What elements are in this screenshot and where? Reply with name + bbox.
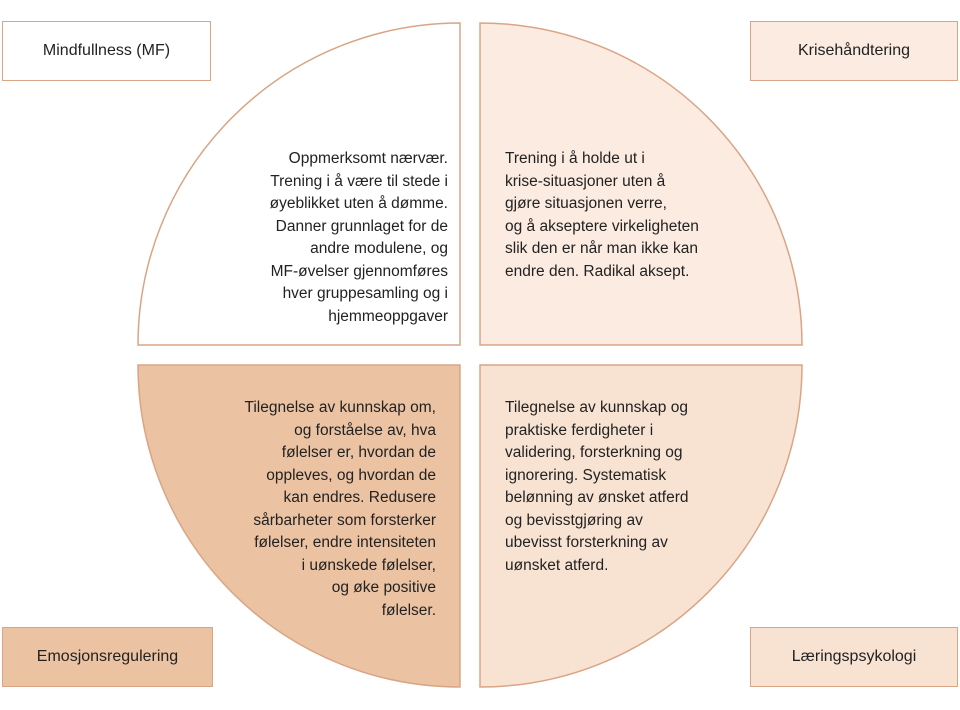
text-laeringspsykologi: Tilegnelse av kunnskap og praktiske ferd… xyxy=(505,397,689,577)
text-line: Trening i å være til stede i xyxy=(270,172,448,190)
text-line: og øke positive xyxy=(331,579,436,596)
label-laeringspsykologi-text: Læringspsykologi xyxy=(791,648,917,665)
text-line: og å akseptere virkeligheten xyxy=(505,217,699,235)
quadrant-emosjonsregulering xyxy=(137,364,461,688)
text-line: ubevisst forsterkning av xyxy=(505,534,668,551)
quadrant-laeringspsykologi xyxy=(479,364,803,688)
text-line: og forståelse av, hva xyxy=(294,421,436,439)
label-mindfulness: Mindfullness (MF) xyxy=(2,21,211,81)
text-line: hver gruppesamling og i xyxy=(282,285,448,302)
text-line: validering, forsterkning og xyxy=(505,444,683,461)
text-line: uønsket atferd. xyxy=(505,556,609,574)
text-line: Trening i å holde ut i xyxy=(505,150,645,167)
text-emosjonsregulering: Tilegnelse av kunnskap om, og forståelse… xyxy=(244,397,436,622)
text-line: følelser er, hvordan de xyxy=(281,444,436,461)
text-line: oppleves, og hvordan de xyxy=(266,466,436,484)
text-line: ignorering. Systematisk xyxy=(505,466,667,484)
text-line: Tilegnelse av kunnskap om, xyxy=(244,399,436,416)
text-line: MF-øvelser gjennomføres xyxy=(270,262,448,280)
quadrant-krisehandtering xyxy=(479,22,803,346)
text-line: belønning av ønsket atferd xyxy=(505,489,689,506)
label-emosjonsregulering: Emosjonsregulering xyxy=(2,627,213,687)
text-line: følelser. xyxy=(381,601,436,619)
text-line: andre modulene, og xyxy=(310,240,448,257)
quadrant-mindfulness xyxy=(137,22,461,346)
text-line: endre den. Radikal aksept. xyxy=(505,262,690,280)
label-krisehandtering: Krisehåndtering xyxy=(750,21,958,81)
text-line: slik den er når man ikke kan xyxy=(505,240,698,257)
text-line: øyeblikket uten å dømme. xyxy=(269,195,448,212)
text-line: Tilegnelse av kunnskap og xyxy=(505,399,688,416)
label-emosjonsregulering-text: Emosjonsregulering xyxy=(36,648,179,665)
label-mindfulness-text: Mindfullness (MF) xyxy=(42,42,171,59)
text-line: praktiske ferdigheter i xyxy=(505,421,654,439)
text-line: og bevisstgjøring av xyxy=(505,511,643,529)
text-line: sårbarheter som forsterker xyxy=(253,511,436,529)
text-line: Danner grunnlaget for de xyxy=(275,217,448,235)
text-mindfulness: Oppmerksomt nærvær. Trening i å være til… xyxy=(270,148,448,328)
label-krisehandtering-text: Krisehåndtering xyxy=(797,42,911,59)
text-line: gjøre situasjonen verre, xyxy=(505,195,667,212)
text-line: Oppmerksomt nærvær. xyxy=(288,150,448,167)
text-line: krise-situasjoner uten å xyxy=(505,172,666,190)
text-krisehandtering: Trening i å holde ut i krise-situasjoner… xyxy=(505,148,699,283)
text-line: følelser, endre intensiteten xyxy=(254,534,436,551)
text-line: kan endres. Redusere xyxy=(283,489,436,506)
text-line: hjemmeoppgaver xyxy=(328,307,448,325)
text-line: i uønskede følelser, xyxy=(301,556,436,574)
label-laeringspsykologi: Læringspsykologi xyxy=(750,627,958,687)
